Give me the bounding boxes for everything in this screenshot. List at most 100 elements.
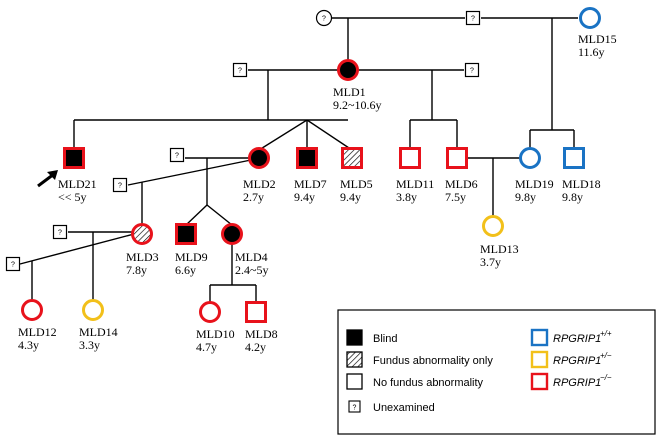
legend-label: Unexamined	[373, 402, 435, 414]
unexamined-male-symbol	[232, 62, 248, 78]
female-symbol	[519, 147, 541, 169]
individual-age: 2.4~5y	[235, 263, 269, 277]
legend-label: No fundus abnormality	[373, 377, 484, 389]
individual-age: 9.8y	[515, 190, 536, 204]
legend-unexamined: ?Unexamined	[348, 400, 435, 414]
pedigree-lines	[19, 17, 578, 304]
unexamined-male-symbol	[112, 177, 128, 193]
male-symbol	[341, 147, 363, 169]
individual-age: 7.8y	[126, 263, 147, 277]
legend-blind: Blind	[346, 329, 397, 346]
legend-gene: RPGRIP1	[553, 333, 601, 345]
individual-id: MLD7	[294, 177, 327, 191]
unexamined-individual: ?	[465, 10, 481, 26]
legend-genotype-superscript: +/−	[600, 351, 612, 360]
individual-age: 4.7y	[196, 340, 217, 354]
question-mark: ?	[58, 230, 62, 237]
legend-blind-swatch	[346, 329, 363, 346]
unexamined-individual: ?	[5, 256, 21, 272]
female-symbol	[82, 299, 104, 321]
legend-unexamined-swatch	[348, 400, 361, 413]
unexamined-male-symbol	[52, 224, 68, 240]
unexamined-male-symbol	[464, 62, 480, 78]
individual-age: 9.4y	[340, 190, 361, 204]
individual-age: 4.2y	[245, 340, 266, 354]
individual-age: 3.8y	[396, 190, 417, 204]
individual-mld1: MLD19.2~10.6y	[333, 59, 382, 112]
unexamined-individual: ?	[169, 147, 185, 163]
legend-label: Fundus abnormality only	[373, 355, 493, 367]
male-symbol	[63, 147, 85, 169]
individual-age: 2.7y	[243, 190, 264, 204]
individual-id: MLD14	[79, 325, 118, 339]
individual-id: MLD10	[196, 327, 235, 341]
legend-genotype-heterozygous: RPGRIP1+/−	[530, 350, 612, 369]
individual-id: MLD1	[333, 85, 366, 99]
legend-box	[337, 309, 656, 435]
individual-id: MLD21	[58, 177, 97, 191]
individual-age: 9.2~10.6y	[333, 98, 382, 112]
legend-fundus: Fundus abnormality only	[346, 351, 493, 368]
unexamined-male-symbol	[465, 10, 481, 26]
individual-id: MLD4	[235, 250, 268, 264]
legend-fundus-swatch	[346, 351, 363, 368]
individual-id: MLD18	[562, 177, 601, 191]
male-symbol	[446, 147, 468, 169]
legend-genotype-superscript: +/+	[600, 329, 612, 338]
individual-id: MLD3	[126, 250, 159, 264]
unexamined-individual: ?	[464, 62, 480, 78]
individual-id: MLD13	[480, 242, 519, 256]
male-symbol	[563, 147, 585, 169]
female-symbol	[337, 59, 359, 81]
male-symbol	[175, 223, 197, 245]
legend-gene: RPGRIP1	[553, 355, 601, 367]
unexamined-female-symbol	[315, 9, 333, 27]
individual-id: MLD12	[18, 325, 57, 339]
unexamined-individual: ?	[112, 177, 128, 193]
female-symbol	[248, 147, 270, 169]
female-symbol	[199, 301, 221, 323]
individual-age: 9.4y	[294, 190, 315, 204]
legend-genotype-wildtype: RPGRIP1+/+	[530, 328, 612, 347]
female-symbol	[482, 215, 504, 237]
legend-normal: No fundus abnormality	[346, 373, 484, 390]
individual-age: 4.3y	[18, 338, 39, 352]
individual-id: MLD6	[445, 177, 478, 191]
male-symbol	[399, 147, 421, 169]
individual-age: << 5y	[58, 190, 87, 204]
female-symbol	[579, 7, 601, 29]
individual-age: 9.8y	[562, 190, 583, 204]
question-mark: ?	[11, 262, 15, 269]
individual-id: MLD11	[396, 177, 434, 191]
legend-genotype-superscript: −/−	[600, 373, 612, 382]
legend-normal-swatch	[346, 373, 363, 390]
question-mark: ?	[118, 183, 122, 190]
individual-id: MLD5	[340, 177, 373, 191]
individual-age: 7.5y	[445, 190, 466, 204]
individual-age: 3.7y	[480, 255, 501, 269]
individual-id: MLD8	[245, 327, 278, 341]
individual-age: 11.6y	[578, 45, 605, 59]
female-symbol	[131, 223, 153, 245]
individual-id: MLD19	[515, 177, 554, 191]
male-symbol	[296, 147, 318, 169]
unexamined-individual: ?	[52, 224, 68, 240]
question-mark: ?	[238, 68, 242, 75]
